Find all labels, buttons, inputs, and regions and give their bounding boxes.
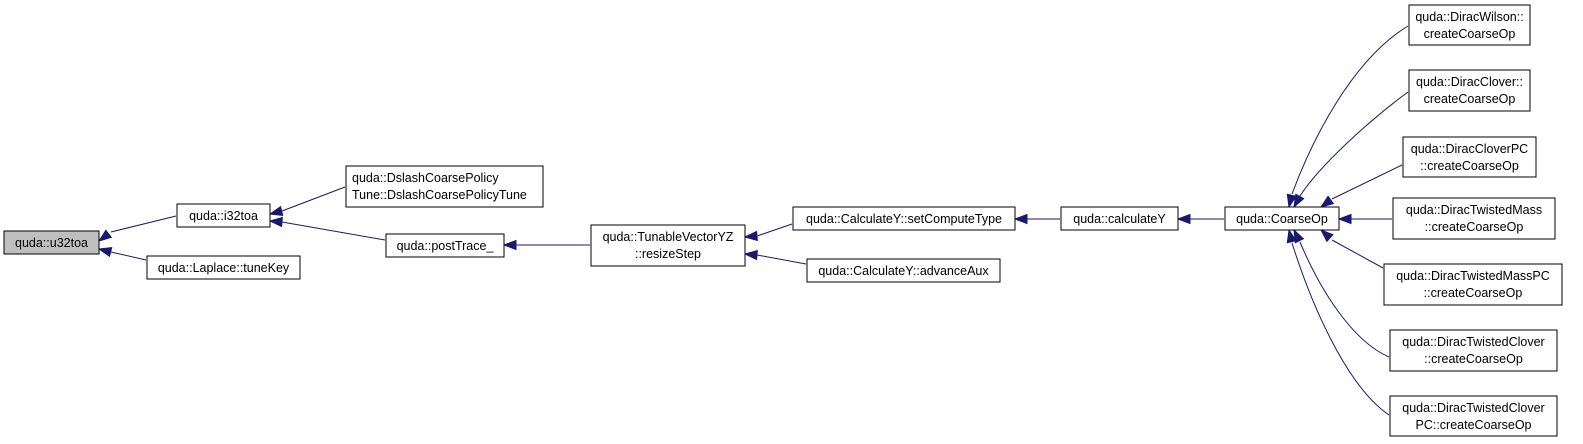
node-label-line-2: ::resizeStep [635,247,701,261]
arrowhead [1013,213,1028,225]
edge-setcomputetype-to-resizestep [743,223,793,242]
node-label-line-2: ::createCoarseOp [1424,286,1523,300]
node-label-line-2: PC::createCoarseOp [1415,418,1531,432]
node-label: quda::CalculateY::setComputeType [806,212,1002,226]
node-label-line-2: ::createCoarseOp [1424,352,1523,366]
edge-resizestep-to-posttrace [502,239,590,251]
edge-posttrace-to-i32toa [268,216,386,241]
node-label-line-2: ::createCoarseOp [1425,220,1524,234]
edge-coarseop-to-calculatey [1176,213,1224,225]
edge-dslash_policy_tune-to-i32toa [268,186,346,217]
node-label: quda::u32toa [15,236,88,250]
node-label-line-2: createCoarseOp [1424,92,1516,106]
arrowhead [1176,213,1191,225]
arrowhead [1286,228,1297,244]
node-label-line-2: createCoarseOp [1424,27,1516,41]
node-dirac-twisted-clover-pc-createcoarseop[interactable]: quda::DiracTwistedClover PC::createCoars… [1389,395,1558,437]
node-label-line-1: quda::DiracTwistedMassPC [1396,269,1550,283]
node-resizestep[interactable]: quda::TunableVectorYZ ::resizeStep [590,224,746,267]
arrowhead [502,239,517,251]
node-label-line-1: quda::DiracTwistedMass [1406,203,1542,217]
node-label: quda::CalculateY::advanceAux [818,264,989,278]
node-u32toa: quda::u32toa [3,230,100,255]
node-posttrace[interactable]: quda::postTrace_ [385,233,505,258]
edge-laplace_tunekey-to-u32toa [97,246,147,261]
node-label: quda::CoarseOp [1236,212,1328,226]
arrowhead [743,249,758,261]
node-label-line-1: quda::DiracTwistedClover [1402,335,1544,349]
node-label-line-1: quda::DiracWilson:: [1415,10,1523,24]
node-advanceaux[interactable]: quda::CalculateY::advanceAux [806,258,1001,283]
node-dslash-coarse-policy-tune[interactable]: quda::DslashCoarsePolicy Tune::DslashCoa… [345,165,544,208]
edge-dirachtwistedmasspc-to-coarseop [1319,229,1384,269]
node-label-line-1: quda::DslashCoarsePolicy [352,171,499,185]
arrowhead [1286,193,1297,209]
edge-i32toa-to-u32toa [97,215,177,242]
edge-dirachtwistedclover-to-coarseop [1293,228,1390,358]
edge-diraccloverpc-to-coarseop [1319,164,1403,208]
node-dirac-wilson-createcoarseop[interactable]: quda::DiracWilson:: createCoarseOp [1408,4,1531,46]
node-label-line-2: ::createCoarseOp [1420,159,1519,173]
node-coarseop[interactable]: quda::CoarseOp [1224,206,1340,231]
node-dirac-clover-createcoarseop[interactable]: quda::DiracClover:: createCoarseOp [1408,69,1531,112]
arrowhead [1319,195,1335,208]
node-dirac-clover-pc-createcoarseop[interactable]: quda::DiracCloverPC ::createCoarseOp [1402,136,1537,178]
node-label: quda::Laplace::tuneKey [158,261,290,275]
edge-diracclover-to-coarseop [1293,91,1409,209]
arrowhead [97,229,113,242]
arrowhead [1293,228,1305,244]
arrowhead [743,230,758,242]
edge-diracwilson-to-coarseop [1286,25,1409,209]
edge-advanceaux-to-resizestep [743,249,807,265]
node-label-line-1: quda::DiracCloverPC [1411,142,1528,156]
edge-dirachtwistedcloverpc-to-coarseop [1286,228,1390,416]
node-dirac-twisted-mass-pc-createcoarseop[interactable]: quda::DiracTwistedMassPC ::createCoarseO… [1383,263,1563,306]
arrowhead [1337,213,1352,225]
arrowhead [1319,229,1334,243]
node-label-line-1: quda::DiracTwistedClover [1402,401,1544,415]
node-laplace-tunekey[interactable]: quda::Laplace::tuneKey [146,255,301,280]
arrowhead [268,216,283,228]
node-label: quda::postTrace_ [397,239,495,253]
edges-layer [97,25,1409,416]
node-calculatey[interactable]: quda::calculateY [1060,206,1179,231]
node-dirac-twisted-clover-createcoarseop[interactable]: quda::DiracTwistedClover ::createCoarseO… [1389,329,1558,372]
node-label: quda::calculateY [1073,212,1166,226]
edge-dirachtwistedmass-to-coarseop [1337,213,1392,225]
node-label-line-1: quda::DiracClover:: [1416,75,1523,89]
arrowhead [268,205,284,217]
node-setcomputetype[interactable]: quda::CalculateY::setComputeType [792,206,1016,231]
node-label-line-1: quda::TunableVectorYZ [603,230,734,244]
node-label-line-2: Tune::DslashCoarsePolicyTune [352,188,527,202]
arrowhead [97,246,113,258]
node-label: quda::i32toa [189,209,258,223]
node-i32toa[interactable]: quda::i32toa [176,203,271,228]
edge-calculatey-to-setcomputetype [1013,213,1060,225]
node-dirac-twisted-mass-createcoarseop[interactable]: quda::DiracTwistedMass ::createCoarseOp [1392,197,1556,240]
arrowhead [1293,193,1305,209]
